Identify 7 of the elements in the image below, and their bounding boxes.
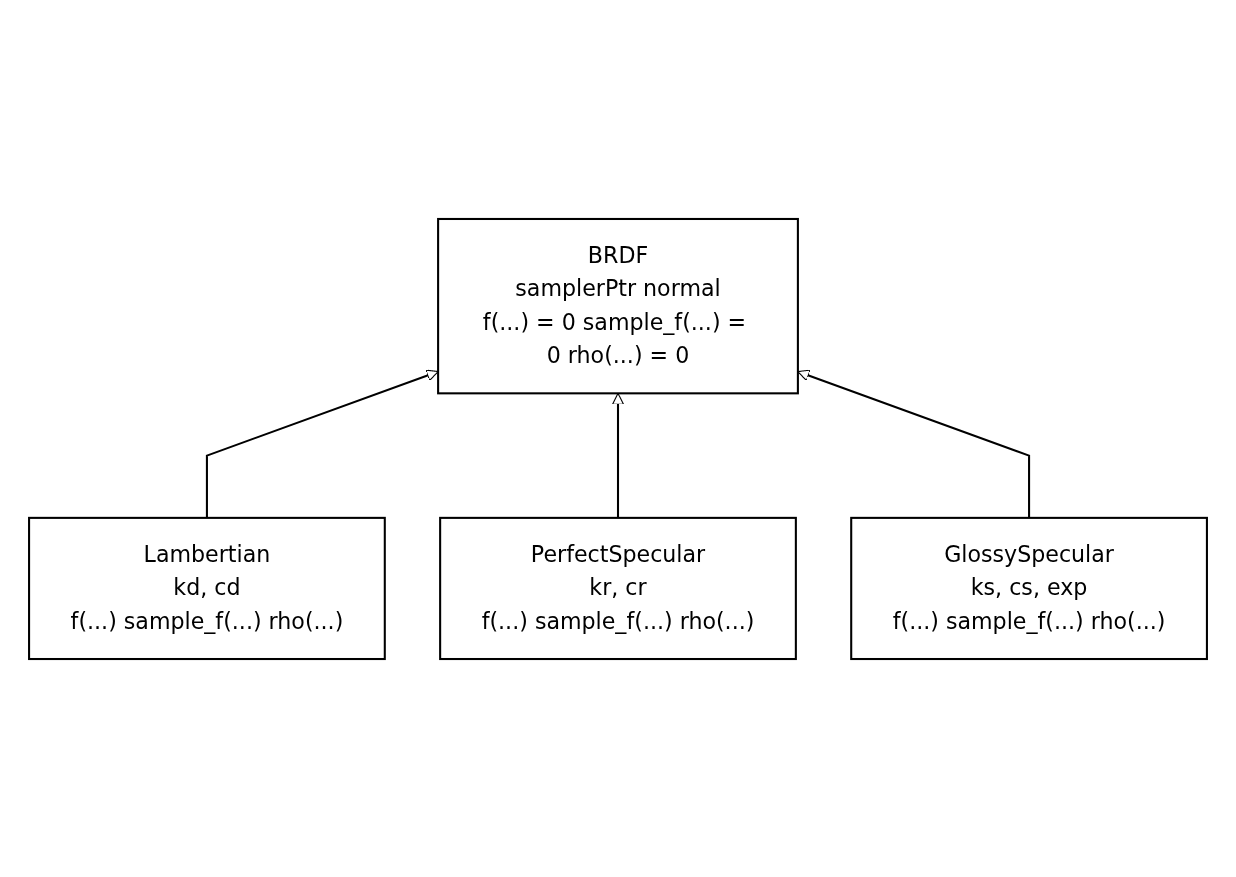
arrow [205,369,439,518]
node-box: GlossySpecular ks, cs, exp f(...) sample_f(...) rho(...) [850,516,1208,660]
node-box: PerfectSpecular kr, cr f(...) sample_f(...) rho(...) [439,516,797,660]
arrow [797,369,1031,518]
arrow [611,392,625,518]
node-box: BRDF samplerPtr normal f(...) = 0 sample_f(...) = 0 rho(...) = 0 [437,217,799,394]
node-box: Lambertian kd, cd f(...) sample_f(...) rho(...) [28,516,386,660]
